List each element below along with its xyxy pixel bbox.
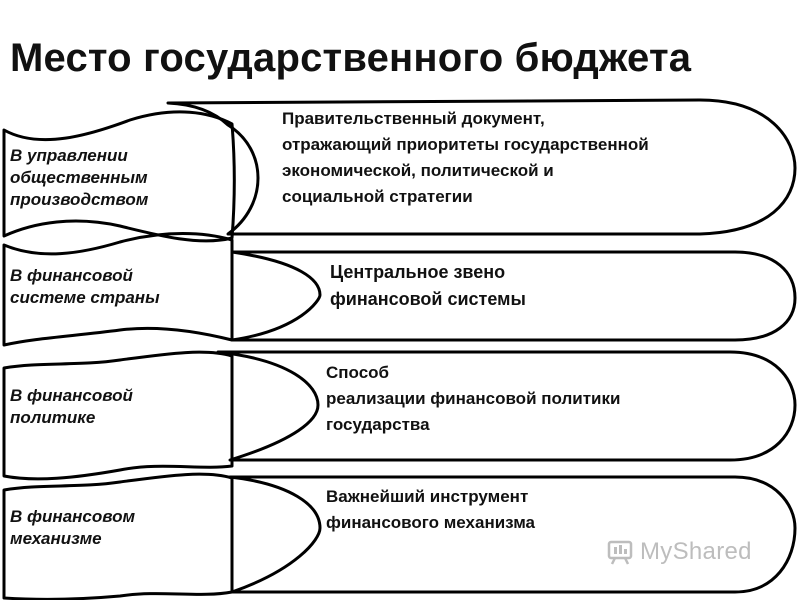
- label-row-4: В финансовом механизме: [10, 507, 136, 548]
- capsule-4: [228, 475, 797, 594]
- banner-4: [2, 472, 234, 600]
- watermark-text: MyShared: [640, 538, 752, 565]
- watermark: MyShared: [606, 538, 752, 566]
- page-title: Место государственного бюджета: [10, 36, 692, 80]
- description-row-3: Способ реализации финансовой политики го…: [326, 363, 621, 434]
- banner-3: [2, 350, 234, 481]
- capsule-3: [216, 350, 797, 462]
- capsule-1: [166, 98, 797, 236]
- description-row-2: Центральное звено финансовой системы: [330, 262, 526, 309]
- label-row-2: В финансовой системе страны: [10, 266, 160, 307]
- myshared-logo-icon: [607, 540, 633, 565]
- banner-1: [2, 110, 236, 243]
- banner-2: [2, 232, 234, 347]
- label-row-3: В финансовой политике: [10, 386, 133, 427]
- description-row-1: Правительственный документ, отражающий п…: [282, 109, 649, 206]
- label-row-1: В управлении общественным производством: [10, 146, 149, 209]
- description-row-4: Важнейший инструмент финансового механиз…: [326, 487, 535, 532]
